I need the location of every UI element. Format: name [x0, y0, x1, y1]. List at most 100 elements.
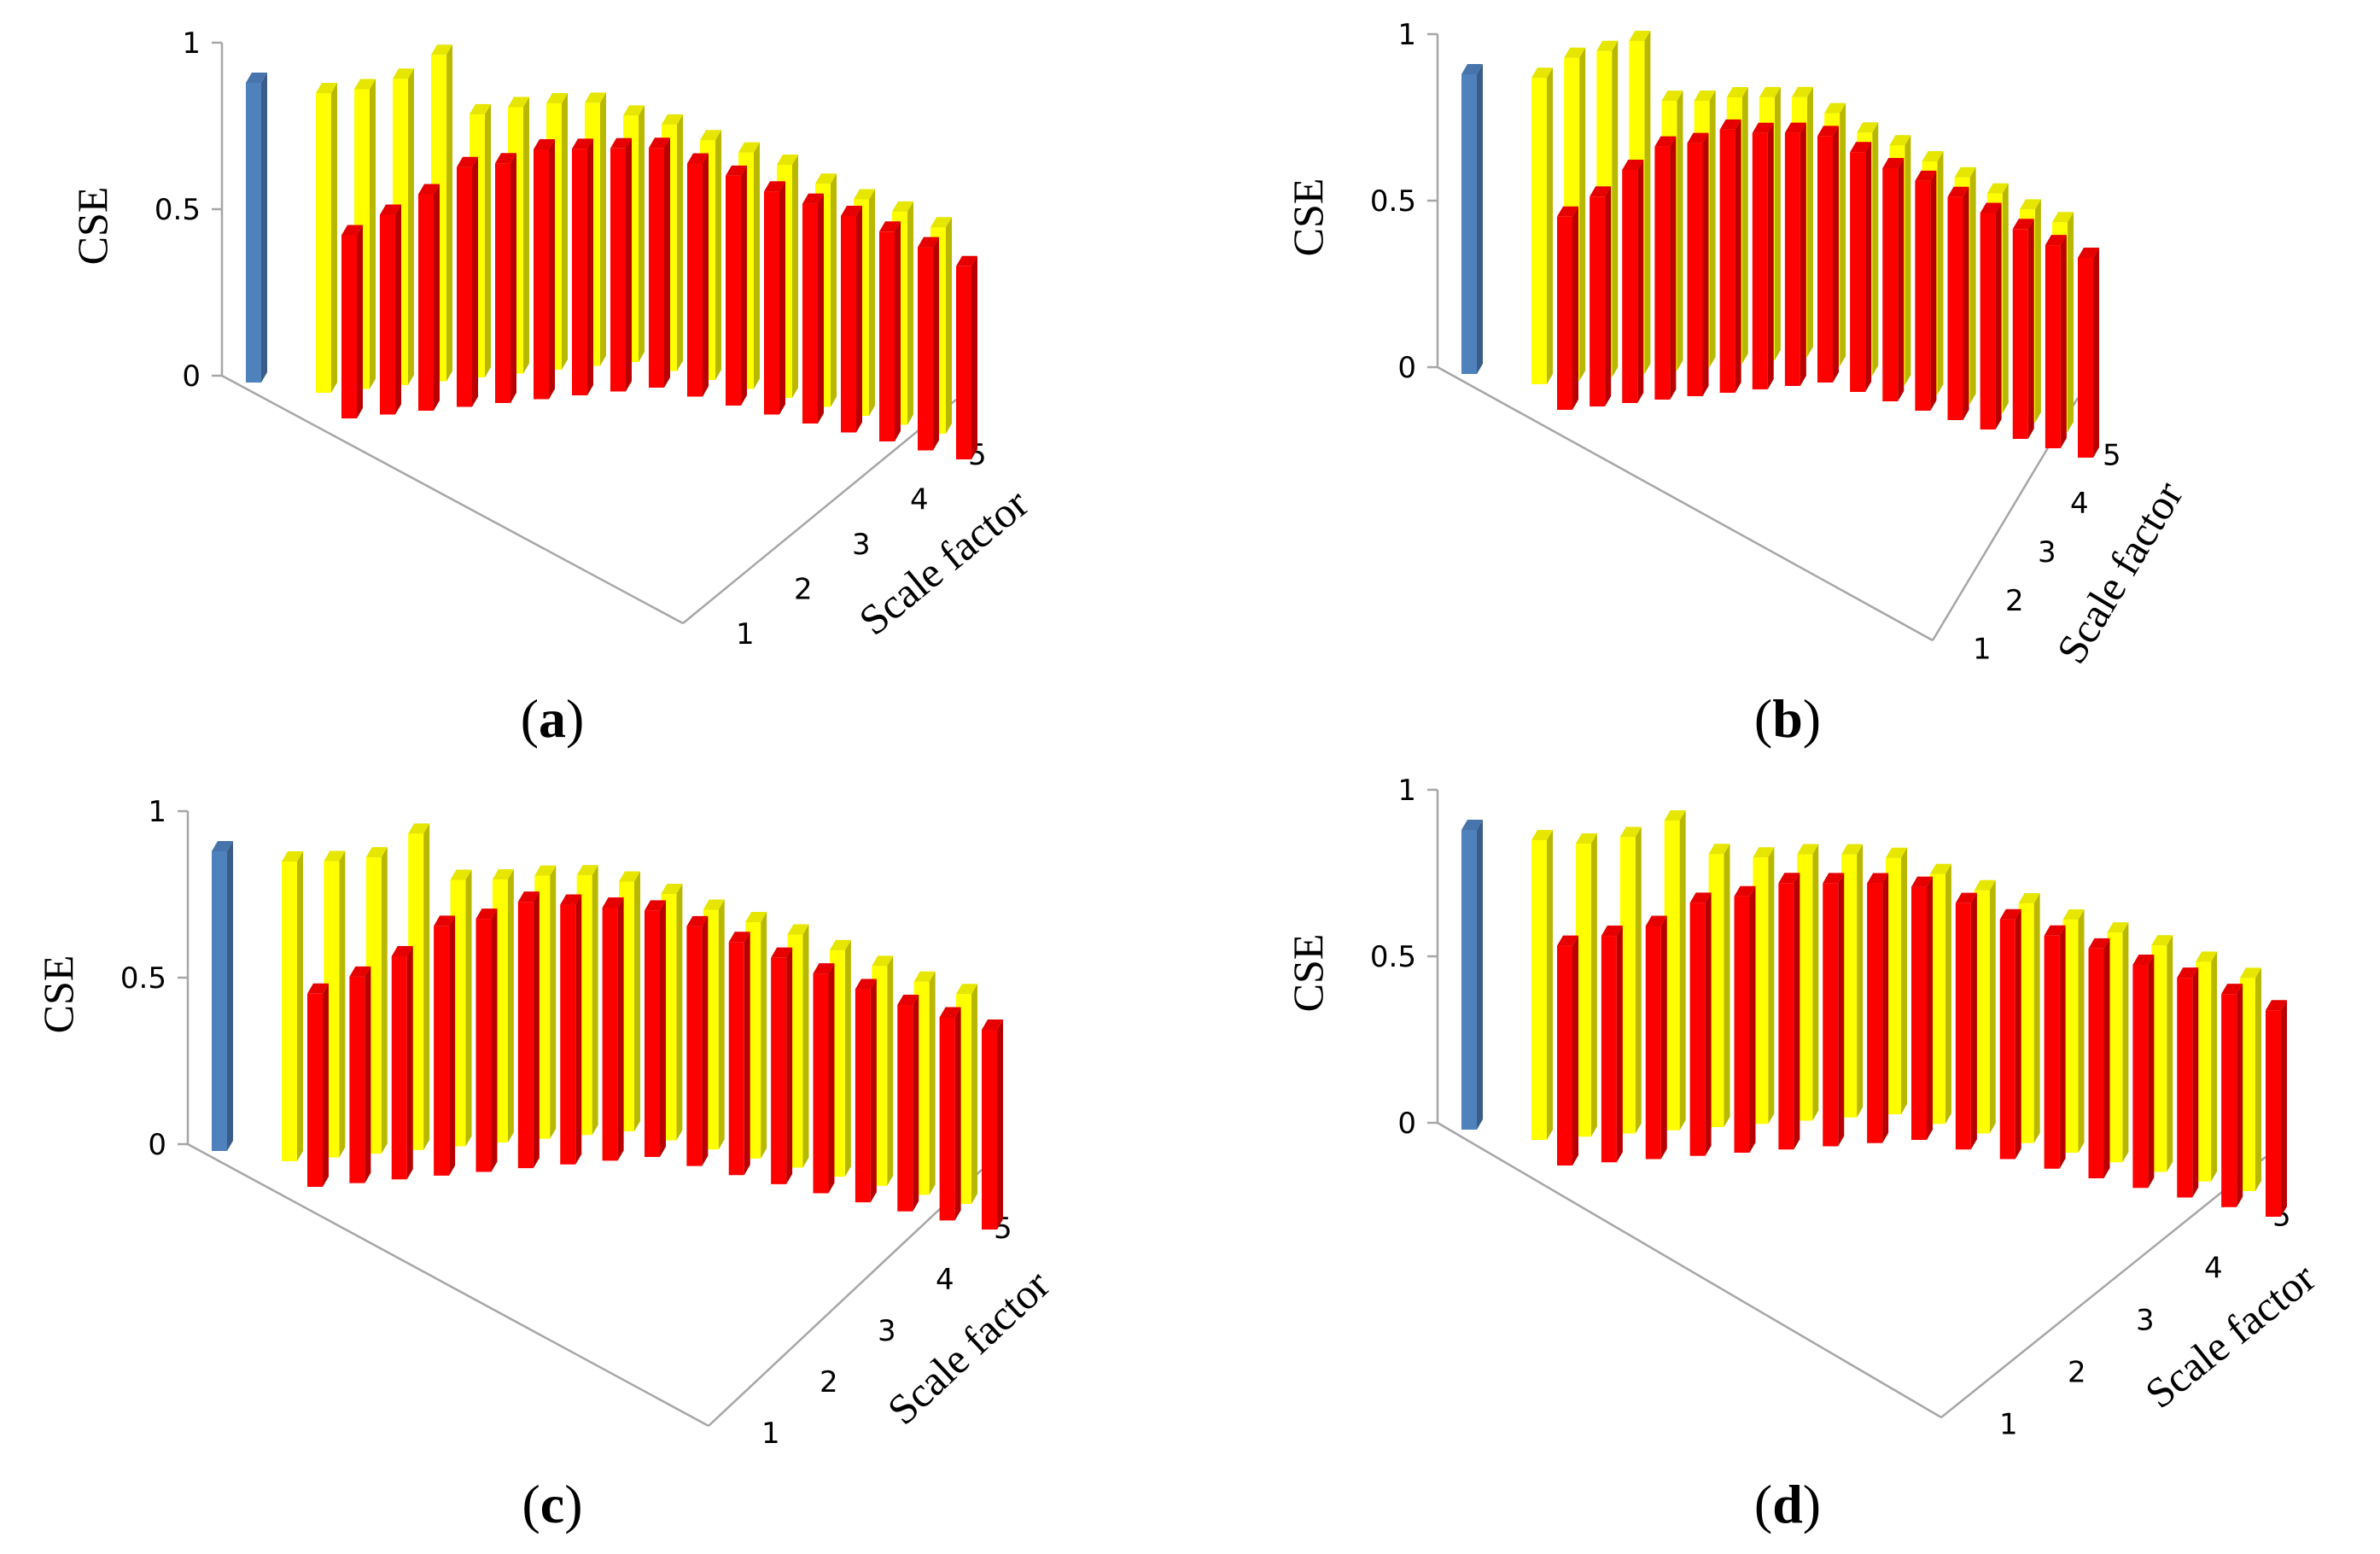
y-tick-label: 1: [148, 795, 166, 829]
bar-red: [1557, 935, 1578, 1166]
bar-red: [1601, 926, 1623, 1163]
bar-red: [982, 1019, 1003, 1230]
z-tick-label: 4: [936, 1263, 954, 1297]
bar-red: [380, 204, 401, 415]
y-tick-label: 0: [1397, 1107, 1416, 1141]
x-axis-line: [1437, 1121, 1942, 1419]
caption-d-letter: d: [1772, 1474, 1803, 1534]
bar-red: [687, 153, 709, 397]
z-axis-title: Scale factor: [2047, 473, 2192, 672]
bar-yellow: [2018, 892, 2040, 1143]
bar-red: [879, 221, 901, 441]
caption-c-letter: c: [540, 1474, 565, 1534]
bar-yellow: [1753, 847, 1775, 1125]
bar-red: [602, 897, 624, 1161]
z-tick-label: 1: [736, 617, 755, 651]
y-tick-label: 0.5: [155, 193, 201, 227]
z-axis-line: [708, 1169, 983, 1427]
bar-red: [771, 947, 793, 1184]
bar-red: [307, 983, 329, 1187]
bar-red: [1590, 186, 1612, 407]
y-tick-label: 0.5: [1370, 940, 1416, 974]
bar-red: [649, 137, 670, 388]
bar-red: [802, 193, 824, 424]
bar-red: [475, 908, 498, 1172]
y-tick-label: 1: [1397, 777, 1416, 808]
z-axis-title: Scale factor: [878, 1260, 1059, 1434]
z-axis-line: [1940, 1156, 2266, 1418]
bar-red: [2177, 967, 2199, 1198]
bar-red: [418, 184, 440, 411]
caption-a: (a): [520, 688, 585, 749]
bar-yellow: [2107, 922, 2129, 1163]
bar-red: [1557, 206, 1578, 410]
z-tick-label: 3: [2136, 1304, 2155, 1338]
bar-red: [1867, 873, 1889, 1143]
y-tick-label: 0: [148, 1128, 166, 1162]
bar-red: [2045, 235, 2067, 448]
bar-yellow: [2062, 909, 2085, 1153]
bar-baseline: [246, 73, 267, 383]
bar-red: [728, 932, 750, 1176]
bar-red: [572, 138, 593, 395]
x-axis-line: [221, 374, 684, 625]
bar-red: [2012, 219, 2034, 439]
bar-red: [2132, 954, 2155, 1189]
y-axis-title: CSE: [68, 187, 116, 266]
bar-red: [2221, 984, 2243, 1207]
z-tick-label: 2: [2068, 1356, 2086, 1390]
bar-red: [1911, 876, 1933, 1140]
bar-red: [1947, 186, 1969, 420]
y-axis-title: CSE: [1284, 934, 1332, 1013]
bar-red: [2044, 925, 2066, 1169]
z-axis-title: Scale factor: [2136, 1253, 2324, 1417]
bar-yellow: [1531, 830, 1553, 1140]
bar-red: [1882, 158, 1905, 401]
bar-red: [1955, 892, 1977, 1150]
bar-red: [2078, 248, 2099, 458]
caption-b-letter: b: [1772, 688, 1803, 749]
y-tick-label: 1: [182, 26, 201, 61]
bar-red: [841, 206, 862, 433]
bar-yellow: [2151, 935, 2173, 1172]
bar-red: [726, 165, 747, 406]
bar-red: [1752, 122, 1774, 389]
bar-yellow: [282, 851, 303, 1161]
bar-red: [764, 181, 785, 415]
bar-red: [391, 945, 413, 1180]
bar-red: [560, 894, 582, 1165]
bar-red: [1734, 885, 1756, 1153]
bar-yellow: [1531, 67, 1553, 384]
bar-red: [1645, 915, 1667, 1160]
bar-red: [1654, 136, 1677, 400]
z-tick-label: 4: [910, 483, 929, 517]
bar-yellow: [1974, 879, 1996, 1134]
z-tick-label: 2: [820, 1365, 838, 1399]
bar-yellow: [1929, 863, 1951, 1125]
caption-d: (d): [1753, 1474, 1822, 1534]
bar-red: [495, 153, 516, 403]
bar-red: [1689, 892, 1712, 1156]
z-tick-label: 3: [2038, 535, 2056, 570]
bar-red: [1784, 122, 1806, 386]
caption-a-letter: a: [539, 688, 566, 749]
bar-yellow: [1797, 844, 1819, 1121]
bar-red: [434, 915, 456, 1176]
bar-yellow: [1886, 847, 1907, 1114]
z-tick-label: 3: [878, 1314, 896, 1348]
y-axis-title: CSE: [34, 955, 82, 1034]
bar-yellow: [1841, 844, 1864, 1118]
bar-yellow: [1664, 810, 1686, 1130]
bar-red: [813, 963, 835, 1194]
x-axis-line: [187, 1142, 709, 1428]
bar-red: [1980, 202, 2002, 429]
bar-yellow: [2240, 967, 2261, 1191]
bar-yellow: [1575, 833, 1597, 1137]
z-tick-label: 4: [2070, 487, 2089, 521]
bar-baseline: [212, 841, 233, 1151]
bar-yellow: [1619, 827, 1642, 1134]
caption-b: (b): [1753, 688, 1822, 749]
bar-red: [517, 891, 540, 1169]
